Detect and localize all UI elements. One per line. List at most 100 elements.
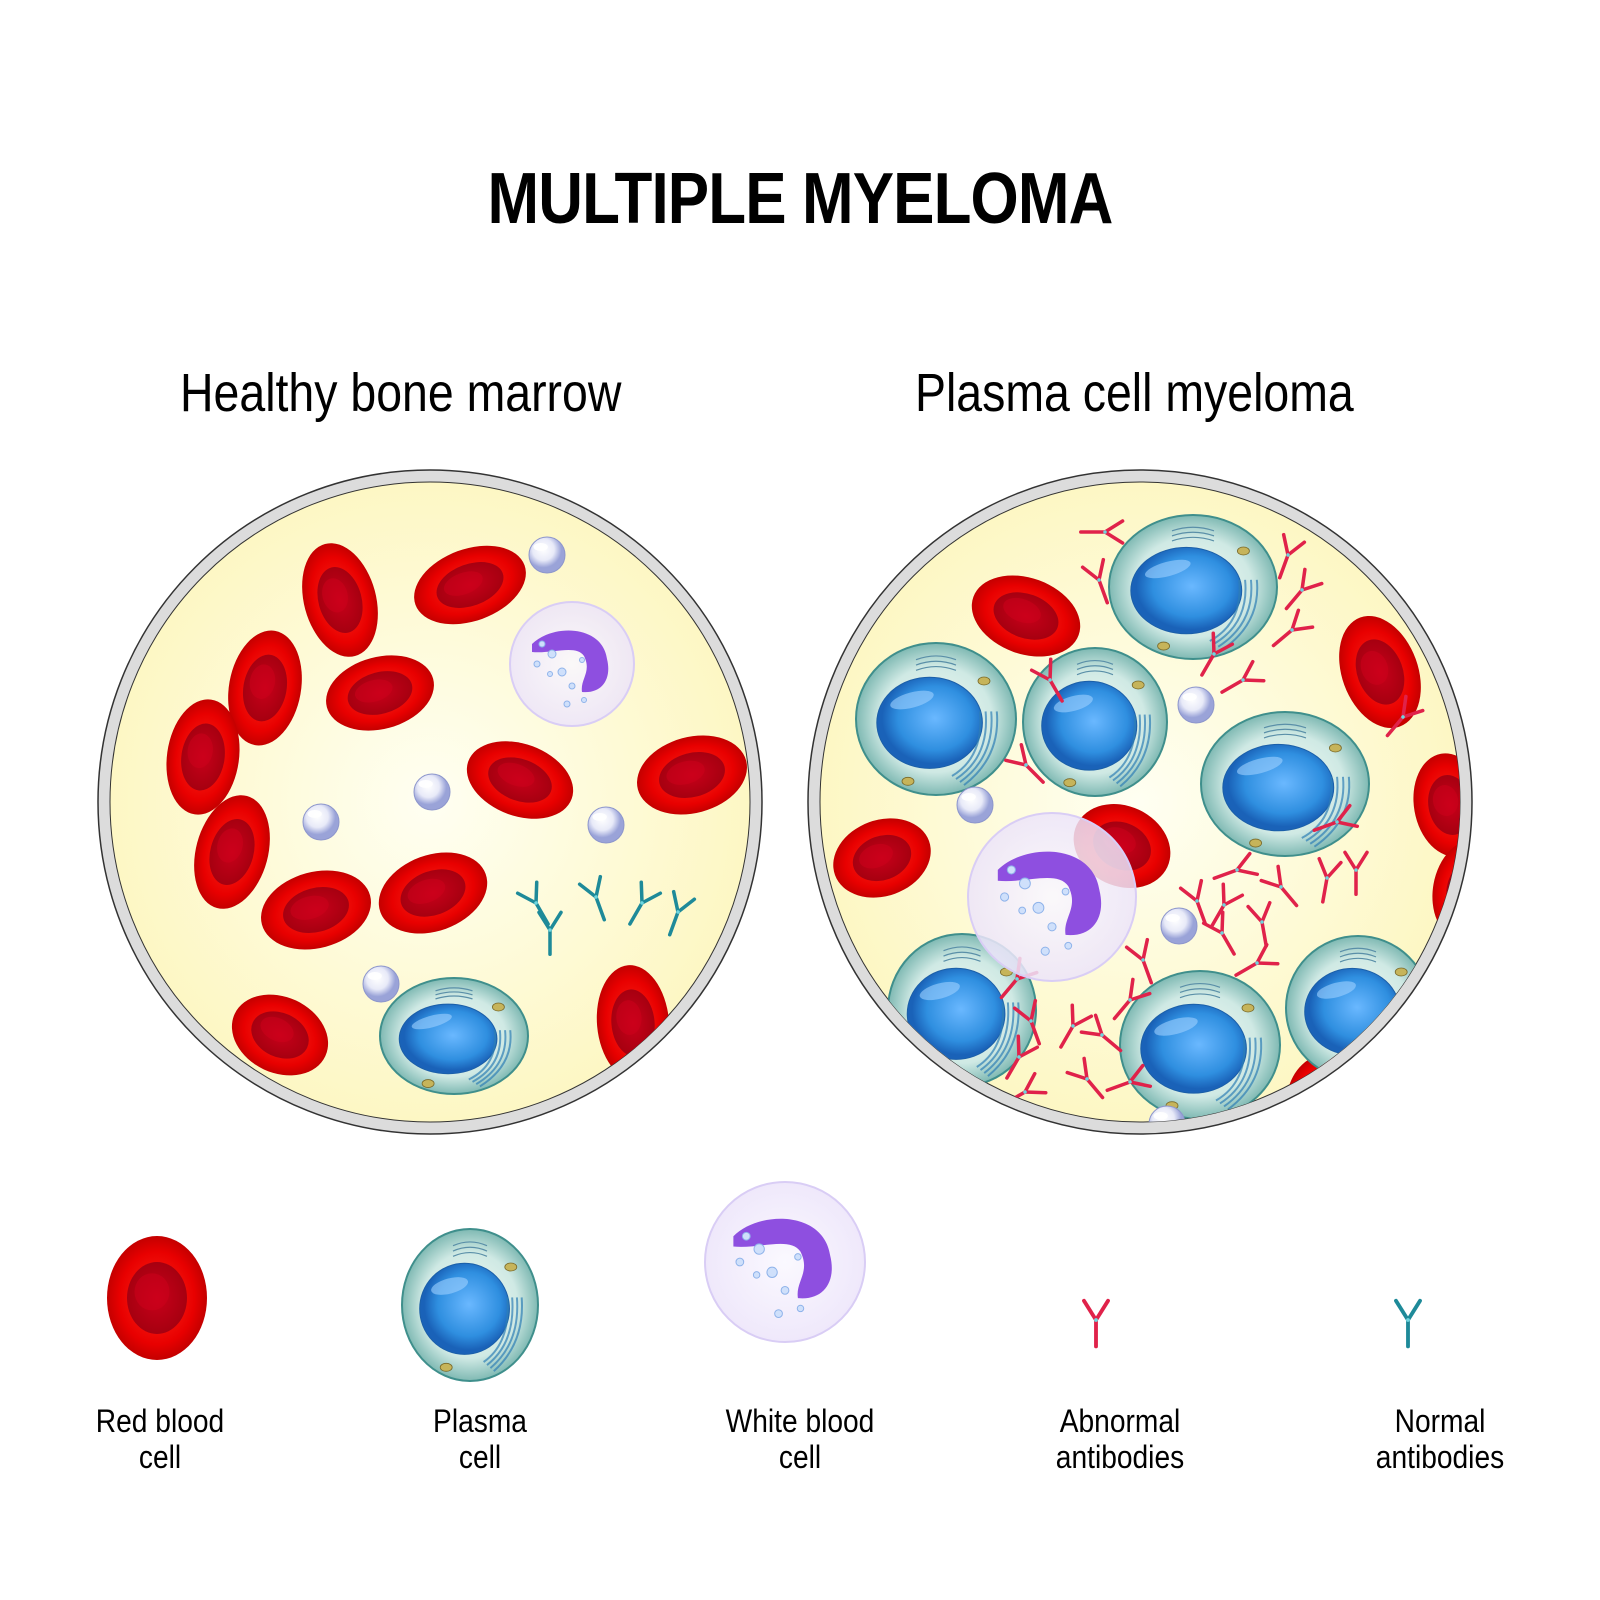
golgi — [452, 1251, 488, 1257]
antibody — [1082, 1298, 1110, 1349]
endoplasmic-reticulum — [1119, 714, 1152, 788]
antibody — [1212, 851, 1260, 881]
platelet — [362, 965, 400, 1003]
legend-label-line: Red blood — [95, 1403, 225, 1439]
plasma-cell — [401, 1228, 539, 1382]
golgi — [435, 987, 473, 992]
red-blood-cell — [466, 741, 574, 819]
endoplasmic-reticulum — [483, 1297, 509, 1363]
mitochondrion — [491, 1002, 505, 1012]
platelet — [528, 536, 566, 574]
legend-icons — [107, 1181, 1422, 1382]
legend-label-abnormal-antibodies: Abnormal antibodies — [1006, 1403, 1235, 1475]
antibody — [1259, 864, 1299, 908]
golgi — [1076, 659, 1114, 665]
red-blood-cell — [231, 994, 329, 1076]
antibody — [1343, 850, 1369, 896]
endoplasmic-reticulum — [1209, 579, 1241, 642]
legend-label-line: Plasma — [433, 1403, 527, 1439]
red-blood-cell — [637, 735, 747, 815]
golgi — [1171, 531, 1215, 537]
mitochondrion — [977, 676, 991, 686]
antibody — [1284, 567, 1324, 611]
plasma-cell — [1285, 935, 1431, 1081]
legend-label-red-blood-cell: Red blood cell — [46, 1403, 275, 1475]
golgi — [1179, 988, 1221, 994]
antibody — [1317, 856, 1343, 904]
legend-label-line: cell — [458, 1439, 502, 1475]
mitochondrion — [1063, 778, 1077, 788]
legend-label-line: Abnormal — [1059, 1403, 1181, 1439]
endoplasmic-reticulum — [959, 711, 993, 783]
golgi — [1171, 526, 1215, 532]
red-blood-cell — [414, 545, 526, 625]
antibody — [1220, 659, 1266, 694]
red-blood-cell — [1339, 615, 1421, 729]
legend-label-line: antibodies — [1375, 1439, 1505, 1475]
antibody — [1012, 998, 1042, 1046]
antibody — [1112, 977, 1152, 1021]
antibody — [667, 889, 697, 937]
mitochondrion — [929, 1067, 943, 1077]
antibody — [577, 874, 607, 922]
antibody — [537, 910, 563, 956]
endoplasmic-reticulum — [468, 1030, 497, 1081]
golgi — [915, 665, 957, 671]
red-blood-cell — [833, 818, 931, 898]
endoplasmic-reticulum — [955, 711, 988, 780]
golgi — [1179, 993, 1221, 999]
antibody — [1005, 1034, 1040, 1080]
antibody — [1029, 657, 1064, 703]
endoplasmic-reticulum — [983, 1002, 1015, 1074]
golgi — [452, 1246, 488, 1252]
golgi — [435, 991, 473, 996]
nucleus — [1041, 680, 1138, 771]
antibody — [1200, 631, 1235, 677]
endoplasmic-reticulum — [1215, 1037, 1246, 1102]
marrow-contents — [833, 514, 1460, 1122]
endoplasmic-reticulum — [1108, 714, 1136, 779]
endoplasmic-reticulum — [1301, 776, 1333, 839]
plasma-cell — [379, 977, 529, 1095]
endoplasmic-reticulum — [1115, 714, 1147, 785]
endoplasmic-reticulum — [976, 1002, 1005, 1068]
nucleus — [876, 676, 983, 769]
golgi — [1076, 670, 1114, 676]
endoplasmic-reticulum — [979, 1002, 1010, 1071]
marrow-contents — [166, 536, 747, 1095]
wbc-nucleus — [997, 851, 1102, 936]
antibody — [1124, 937, 1154, 985]
antibody — [1385, 694, 1425, 738]
golgi — [1339, 947, 1377, 953]
mitochondrion — [1329, 743, 1342, 753]
golgi — [1263, 733, 1307, 739]
platelet — [1160, 907, 1198, 945]
golgi — [943, 946, 981, 952]
endoplasmic-reticulum — [1217, 579, 1253, 648]
endoplasmic-reticulum — [486, 1297, 514, 1366]
red-blood-cell — [194, 795, 270, 909]
plasma-cell-myeloma-panel — [807, 469, 1473, 1135]
red-blood-cell — [261, 870, 371, 950]
antibody — [1059, 1003, 1094, 1049]
legend-label-plasma-cell: Plasma cell — [366, 1403, 595, 1475]
golgi — [915, 660, 957, 666]
endoplasmic-reticulum — [475, 1030, 507, 1086]
endoplasmic-reticulum — [489, 1297, 519, 1369]
golgi — [1263, 723, 1307, 729]
legend-label-line: cell — [778, 1439, 822, 1475]
antibody — [1004, 743, 1045, 784]
antibody — [1079, 519, 1125, 545]
mitochondrion — [1249, 838, 1262, 848]
antibody — [1312, 803, 1360, 833]
legend-label-line: Normal — [1394, 1403, 1486, 1439]
legend-label-normal-antibodies: Normal antibodies — [1326, 1403, 1555, 1475]
red-blood-cell — [166, 699, 240, 815]
red-blood-cell — [326, 655, 434, 731]
mitochondrion — [1394, 967, 1408, 977]
legend-label-line: White blood — [725, 1403, 875, 1439]
legend-label-white-blood-cell: White blood cell — [686, 1403, 915, 1475]
white-blood-cell — [967, 812, 1137, 982]
red-blood-cell — [1413, 753, 1460, 857]
